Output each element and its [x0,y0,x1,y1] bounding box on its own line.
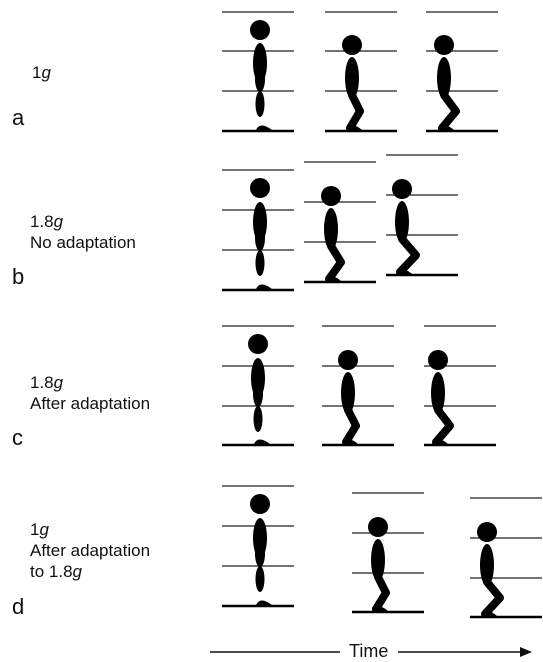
leg [372,573,390,613]
figure-2 [434,35,460,132]
foot [432,439,448,444]
figure-7 [338,350,360,446]
torso [480,544,494,586]
row-c-letter: c [12,425,23,450]
foot [396,269,412,274]
thigh [255,541,265,567]
row-d-g-unit-2: g [72,562,83,581]
row-b-g-value: 1.8 [30,212,54,231]
row-d-letter: d [12,594,25,619]
time-axis [210,647,532,657]
foot [256,125,272,130]
row-a-g-value: 1 [32,63,42,82]
row-d-description-1: After adaptation [30,541,151,560]
torso [431,372,445,414]
panel-3 [222,169,294,292]
torso [395,201,409,243]
shin [255,566,265,592]
leg [396,235,420,276]
head [392,179,412,199]
figure-10 [368,517,390,613]
head [250,178,270,198]
row-b-description: No adaptation [30,233,136,252]
row-a-letter: a [12,105,25,130]
figure-6 [248,334,270,444]
foot [325,276,341,281]
foot [372,606,388,611]
foot [256,284,272,289]
foot [346,125,362,130]
row-d-g-value: 1 [30,520,40,539]
foot [256,600,272,605]
time-axis-arrowhead [520,647,532,657]
row-c-g-unit: g [53,373,64,392]
head [250,20,270,40]
panel-0 [222,11,294,133]
row-d-condition: 1g After adaptation to 1.8g [30,519,150,582]
head [368,517,388,537]
row-c-description: After adaptation [30,394,151,413]
torso [341,372,355,414]
panel-2 [426,11,498,133]
torso [324,208,338,250]
row-b-letter: b [12,264,25,289]
row-b-condition: 1.8g No adaptation [30,211,136,253]
leg [342,406,360,446]
shin [255,91,265,117]
row-a-g-unit: g [41,63,51,82]
figure-9 [250,494,272,605]
leg [325,242,345,283]
row-c-condition: 1.8g After adaptation [30,372,150,414]
figure-4 [321,186,345,283]
head [248,334,268,354]
row-d-description-2: to 1.8 [30,562,73,581]
leg [438,91,460,132]
head [428,350,448,370]
foot [481,611,497,616]
thigh [253,381,263,407]
head [321,186,341,206]
head [338,350,358,370]
figure-3 [250,178,272,289]
panel-group [222,11,542,619]
leg [432,406,454,446]
foot [342,439,358,444]
head [250,494,270,514]
panel-1 [325,11,397,133]
head [434,35,454,55]
torso [345,57,359,99]
panel-7 [322,325,394,447]
panel-6 [222,325,294,447]
panel-4 [304,161,376,284]
row-b-g-unit: g [53,212,64,231]
row-a-condition: 1g [32,62,51,83]
foot [438,125,454,130]
time-axis-label: Time [349,641,389,661]
thigh [255,225,265,251]
row-d-g-unit: g [39,520,49,539]
head [477,522,497,542]
leg [481,578,504,618]
panel-10 [352,492,424,614]
foot [254,439,270,444]
shin [255,250,265,276]
shin [253,406,263,432]
figure-11 [477,522,504,618]
row-c-g-value: 1.8 [30,373,54,392]
torso [437,57,451,99]
figure-8 [428,350,454,446]
figure-1 [342,35,364,132]
panel-11 [470,497,542,619]
thigh [255,66,265,92]
head [342,35,362,55]
panel-8 [424,325,496,447]
panel-9 [222,485,294,608]
figure-5 [392,179,420,276]
panel-5 [386,154,458,277]
torso [371,539,385,581]
figure-0 [250,20,272,130]
leg [346,91,364,132]
